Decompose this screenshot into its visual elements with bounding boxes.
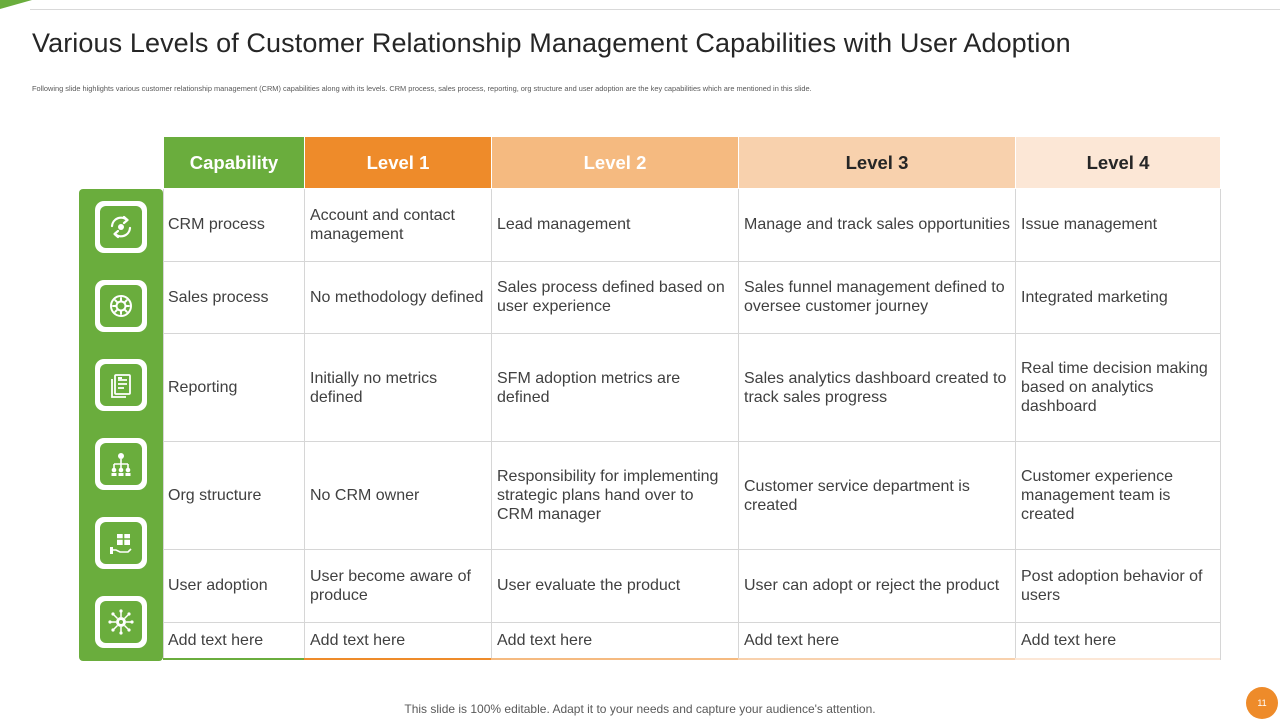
- column-underline-capability: [163, 658, 304, 660]
- table-row: CRM process Account and contact manageme…: [163, 188, 1221, 262]
- level-4-cell: Add text here: [1015, 621, 1221, 661]
- cycle-arrows-icon: [95, 201, 147, 253]
- level-4-cell: Integrated marketing: [1015, 260, 1221, 335]
- level-2-cell: Sales process defined based on user expe…: [491, 260, 739, 335]
- level-1-cell: Add text here: [304, 621, 492, 661]
- table-row: Add text here Add text here Add text her…: [163, 621, 1221, 661]
- gear-cycle-icon: [95, 280, 147, 332]
- icon-column: [79, 189, 163, 661]
- level-4-cell: Issue management: [1015, 188, 1221, 262]
- level-1-cell: Initially no metrics defined: [304, 333, 492, 443]
- top-rule: [30, 9, 1280, 10]
- level-2-cell: SFM adoption metrics are defined: [491, 333, 739, 443]
- table-header-row: Capability Level 1 Level 2 Level 3 Level…: [163, 136, 1221, 189]
- level-2-cell: Lead management: [491, 188, 739, 262]
- column-underline-level-4: [1015, 658, 1220, 660]
- level-2-cell: Add text here: [491, 621, 739, 661]
- capability-cell: Reporting: [163, 333, 305, 443]
- header-level-4: Level 4: [1015, 136, 1221, 189]
- report-document-icon: [95, 359, 147, 411]
- footer-note: This slide is 100% editable. Adapt it to…: [404, 702, 876, 716]
- header-level-2: Level 2: [491, 136, 739, 189]
- level-4-cell: Real time decision making based on analy…: [1015, 333, 1221, 443]
- hand-gift-icon: [95, 517, 147, 569]
- corner-accent: [0, 0, 32, 9]
- header-capability: Capability: [163, 136, 305, 189]
- level-3-cell: Sales analytics dashboard created to tra…: [738, 333, 1016, 443]
- slide-title: Various Levels of Customer Relationship …: [32, 28, 1071, 58]
- level-3-cell: Customer service department is created: [738, 441, 1016, 551]
- column-underline-level-2: [491, 658, 738, 660]
- capability-cell: Org structure: [163, 441, 305, 551]
- column-underline-level-1: [304, 658, 491, 660]
- network-gear-icon: [95, 596, 147, 648]
- level-3-cell: Sales funnel management defined to overs…: [738, 260, 1016, 335]
- table-row: Sales process No methodology defined Sal…: [163, 260, 1221, 335]
- capability-cell: User adoption: [163, 549, 305, 623]
- level-1-cell: User become aware of produce: [304, 549, 492, 623]
- level-2-cell: Responsibility for implementing strategi…: [491, 441, 739, 551]
- org-chart-icon: [95, 438, 147, 490]
- header-level-3: Level 3: [738, 136, 1016, 189]
- column-underline-level-3: [738, 658, 1015, 660]
- crm-capability-table: Capability Level 1 Level 2 Level 3 Level…: [163, 136, 1221, 661]
- level-2-cell: User evaluate the product: [491, 549, 739, 623]
- level-3-cell: Manage and track sales opportunities: [738, 188, 1016, 262]
- level-4-cell: Customer experience management team is c…: [1015, 441, 1221, 551]
- level-1-cell: No methodology defined: [304, 260, 492, 335]
- page-number-badge: 11: [1246, 687, 1278, 719]
- table-row: Reporting Initially no metrics defined S…: [163, 333, 1221, 443]
- capability-cell: CRM process: [163, 188, 305, 262]
- slide-subtitle: Following slide highlights various custo…: [32, 84, 812, 93]
- header-level-1: Level 1: [304, 136, 492, 189]
- level-1-cell: Account and contact management: [304, 188, 492, 262]
- level-3-cell: Add text here: [738, 621, 1016, 661]
- table-row: Org structure No CRM owner Responsibilit…: [163, 441, 1221, 551]
- capability-cell: Sales process: [163, 260, 305, 335]
- level-4-cell: Post adoption behavior of users: [1015, 549, 1221, 623]
- level-1-cell: No CRM owner: [304, 441, 492, 551]
- capability-cell: Add text here: [163, 621, 305, 661]
- table-row: User adoption User become aware of produ…: [163, 549, 1221, 623]
- level-3-cell: User can adopt or reject the product: [738, 549, 1016, 623]
